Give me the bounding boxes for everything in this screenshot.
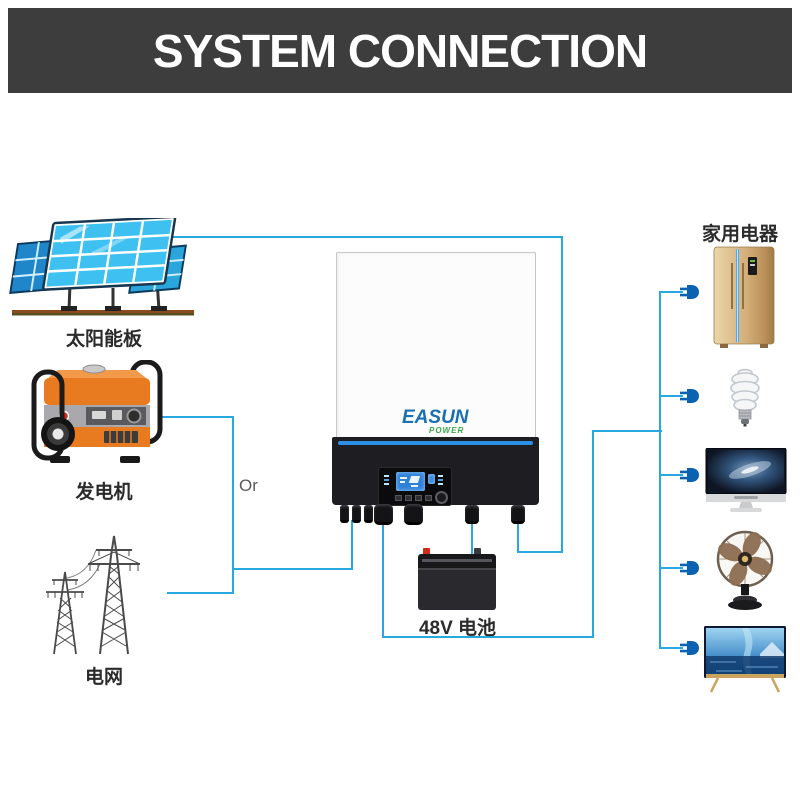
- wire-solar-top: [157, 236, 563, 238]
- wire-or-vertical: [232, 416, 234, 594]
- port-small-1: [340, 505, 349, 523]
- panel-buttons: [395, 495, 432, 501]
- lcd-side-glyph: [428, 474, 435, 484]
- refrigerator-icon: [712, 245, 778, 349]
- battery-body: [418, 568, 496, 610]
- monitor-icon: [704, 448, 788, 512]
- generator-label: 发电机: [75, 482, 133, 503]
- battery-terminal-positive: [423, 548, 430, 557]
- wire-ac-out-right: [382, 636, 594, 638]
- plug-icon: [680, 641, 699, 655]
- plug-icon: [680, 561, 699, 575]
- transmission-tower-icon: [22, 512, 162, 662]
- port-large-1: [374, 504, 393, 525]
- battery-label: 48V 电池: [418, 618, 497, 639]
- battery-lid: [418, 554, 496, 568]
- wire-branch-bulb: [659, 395, 683, 397]
- solar-panel-icon: [8, 218, 198, 326]
- wire-solar-port-up: [517, 523, 519, 553]
- inverter-terminal-section: [332, 437, 539, 506]
- wire-ac-feed-right: [592, 430, 662, 432]
- inverter-blue-stripe: [338, 441, 533, 445]
- battery-icon: [418, 548, 496, 610]
- battery-terminal-negative: [474, 548, 481, 557]
- plug-icon: [680, 468, 699, 482]
- led-indicators-right: [438, 473, 443, 487]
- cfl-bulb-icon: [726, 366, 764, 428]
- brand-logo: EASUN POWER: [402, 408, 512, 435]
- or-label: Or: [239, 476, 258, 495]
- brand-sub: POWER: [429, 426, 465, 435]
- wire-solar-right-down: [561, 236, 563, 553]
- wire-branch-monitor: [659, 474, 683, 476]
- inverter-display-panel: [378, 467, 452, 506]
- wire-generator-right: [162, 416, 233, 418]
- appliances-label: 家用电器: [701, 224, 778, 245]
- wire-branch-refrigerator: [659, 291, 683, 293]
- grid-label: 电网: [84, 667, 123, 688]
- wire-ac-out-down: [382, 522, 384, 638]
- port-small-3: [364, 505, 373, 523]
- lcd-screen: [396, 472, 425, 491]
- port-small-2: [352, 505, 361, 523]
- brand-name: EASUN: [402, 407, 469, 428]
- led-indicators-left: [384, 473, 389, 487]
- wire-ac-out-up: [592, 430, 594, 638]
- wire-ac-in-right: [232, 568, 352, 570]
- solar-label: 太阳能板: [65, 329, 142, 350]
- tv-icon: [702, 624, 788, 694]
- plug-icon: [680, 285, 699, 299]
- port-medium-1: [465, 505, 479, 524]
- wire-ac-in-up: [351, 520, 353, 570]
- wire-grid-right: [167, 592, 233, 594]
- title-banner: SYSTEM CONNECTION: [8, 8, 792, 93]
- wire-battery-down: [471, 516, 473, 554]
- wire-solar-into-port: [517, 551, 563, 553]
- inverter-front-panel: [336, 252, 536, 439]
- fan-icon: [716, 528, 774, 612]
- port-large-2: [404, 504, 423, 525]
- plug-icon: [680, 389, 699, 403]
- battery-lid-strip: [422, 559, 492, 562]
- wire-branch-fan: [659, 567, 683, 569]
- page-title: SYSTEM CONNECTION: [152, 24, 648, 77]
- panel-round-button: [435, 491, 448, 504]
- wire-appliance-column: [659, 291, 661, 649]
- generator-icon: [28, 360, 168, 468]
- wire-branch-tv: [659, 647, 683, 649]
- port-medium-2: [511, 505, 525, 524]
- inverter: EASUN POWER: [332, 250, 539, 526]
